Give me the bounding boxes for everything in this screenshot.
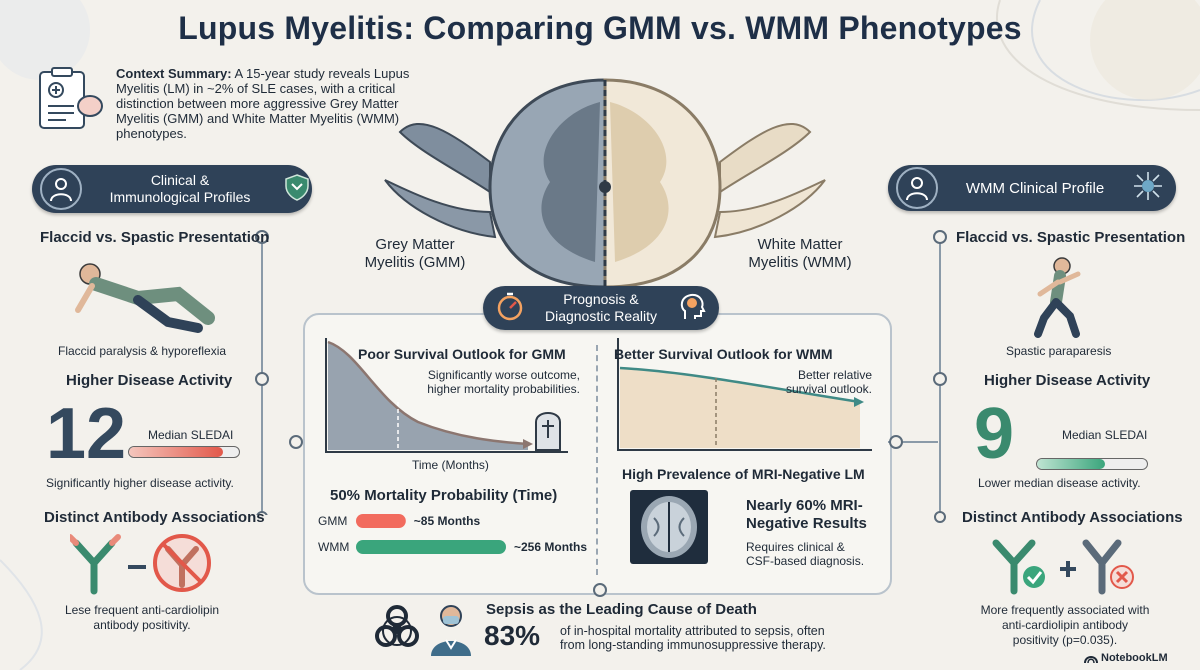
left-header-pill: Clinical & Immunological Profiles [32,165,312,213]
left-header-text: Clinical & Immunological Profiles [109,172,251,205]
context-text: A 15-year study reveals Lupus Myelitis (… [116,66,410,141]
left-sledai-fill [129,447,223,457]
neuron-icon [1132,170,1164,207]
mri-desc: Requires clinical & CSF-based diagnosis. [746,540,865,568]
right-sledai-label: Median SLEDAI [1062,428,1148,442]
sepsis-text: of in-hospital mortality attributed to s… [560,624,826,652]
brand-icon [1084,656,1098,664]
right-header-text: WMM Clinical Profile [965,179,1105,197]
brand-logo: NotebookLM [1084,652,1168,664]
antibody-icon [70,534,121,595]
doctor-icon-right [896,167,938,209]
right-antibody-caption: More frequently associated with anti-car… [980,603,1150,647]
brand-text: NotebookLM [1101,652,1168,664]
panel-right-connector [888,435,938,449]
right-presentation-title: Flaccid vs. Spastic Presentation [956,229,1186,246]
gmm-survival-desc: Significantly worse outcome, higher mort… [427,368,580,396]
chart-title: 50% Mortality Probability (Time) [330,487,558,504]
left-sledai-value: 12 [46,394,127,474]
left-antibody-caption: Lese frequent anti-cardiolipin antibody … [64,603,220,632]
wmm-survival-curve [617,338,872,451]
prognosis-header-text: Prognosis & Diagnostic Reality [544,291,658,324]
antibody-cross-icon [1082,539,1134,595]
tombstone-icon [535,412,561,451]
gmm-survival-curve [325,338,568,453]
right-header-pill: WMM Clinical Profile [888,165,1176,211]
bar-value-label: ~85 Months [414,514,481,528]
prognosis-header-pill: Prognosis & Diagnostic Reality [483,286,719,330]
right-sledai-fill [1037,459,1106,469]
context-label: Context Summary: [116,66,232,81]
brain-mri-icon [630,490,708,564]
right-sledai-value: 9 [974,394,1015,474]
right-activity-title: Higher Disease Activity [984,372,1151,389]
left-antibody-title: Distinct Antibody Associations [44,509,265,526]
right-activity-caption: Lower median disease activity. [978,476,1141,490]
sepsis-title: Sepsis as the Leading Cause of Death [486,601,757,618]
context-summary: Context Summary: A 15-year study reveals… [116,66,426,141]
right-sledai-meter [1036,458,1148,470]
panel-bottom-connector [593,583,607,597]
left-sledai-meter [128,446,240,458]
gmm-survival-title: Poor Survival Outlook for GMM [358,346,566,362]
left-presentation-caption: Flaccid paralysis & hyporeflexia [58,344,227,358]
left-connector [255,230,269,515]
panel-left-connector [289,435,303,449]
bar-category-label: GMM [318,514,347,528]
doctor-mask-icon [431,605,471,656]
mri-stat: Nearly 60% MRI- Negative Results [746,497,867,532]
wmm-survival-title: Better Survival Outlook for WMM [614,346,833,362]
biohazard-icon [375,605,419,647]
left-presentation-title: Flaccid vs. Spastic Presentation [40,229,270,246]
right-presentation-caption: Spastic paraparesis [1006,344,1112,358]
antibody-positive-icon [992,539,1134,595]
left-sledai-label: Median SLEDAI [148,428,234,442]
left-activity-caption: Significantly higher disease activity. [46,476,234,490]
mortality-bar [356,514,406,528]
shield-icon [282,172,312,207]
doctor-icon [40,168,82,210]
wmm-survival-desc: Better relative survival outlook. [785,368,872,396]
blocked-antibody-icon [153,534,211,592]
walking-person-icon [1034,257,1081,338]
gmm-label: Grey Matter Myelitis (GMM) [364,236,466,271]
antibody-check-icon [992,539,1045,595]
antibody-comparison-icon [70,534,211,595]
wmm-label: White Matter Myelitis (WMM) [748,236,852,271]
right-connector [933,230,947,523]
head-brain-icon [677,291,707,326]
stopwatch-icon [495,291,525,326]
lying-person-icon [75,263,215,333]
left-activity-title: Higher Disease Activity [66,372,233,389]
time-axis-label: Time (Months) [412,458,489,472]
sepsis-percent: 83% [484,620,541,651]
spinal-cord-illustration [384,78,826,300]
page-title: Lupus Myelitis: Comparing GMM vs. WMM Ph… [178,10,1022,46]
bar-category-label: WMM [318,540,349,554]
bar-value-label: ~256 Months [514,540,587,554]
panel-divider [596,345,598,575]
right-antibody-title: Distinct Antibody Associations [962,509,1183,526]
mri-title: High Prevalence of MRI-Negative LM [622,466,865,482]
clipboard-icon [34,66,104,137]
mortality-bar [356,540,506,554]
